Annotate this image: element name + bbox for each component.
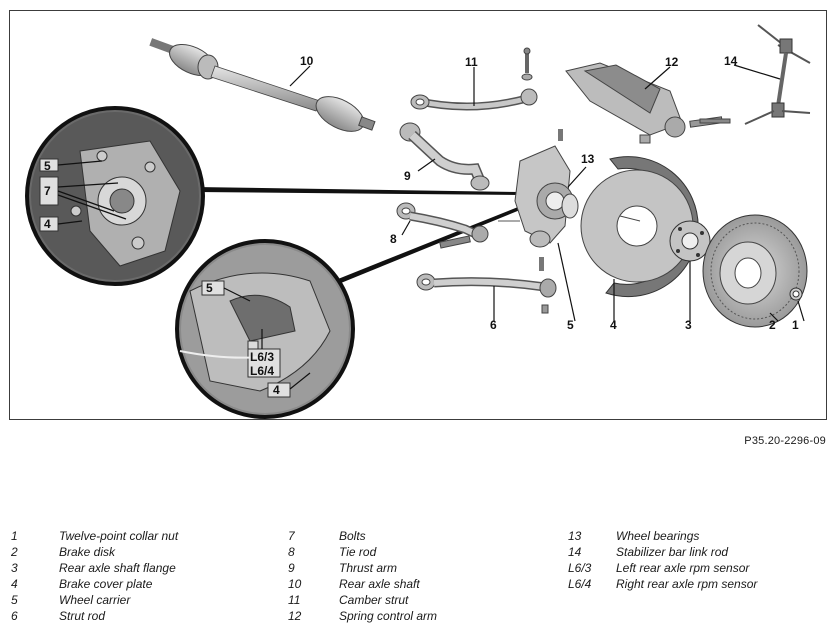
leader-lines [289,64,805,322]
callout: 5 [567,318,574,332]
legend-text: Tie rod [339,545,377,559]
legend-text: Bolts [339,529,366,543]
wheel-carrier [498,129,574,248]
callout: 3 [685,318,692,332]
legend-number: 10 [288,577,302,591]
legend-text: Right rear axle rpm sensor [616,577,758,591]
stabilizer-link-rod [744,24,811,125]
legend-text: Spring control arm [339,609,438,623]
legend-number: 11 [288,593,301,607]
callout: 5 [206,281,213,295]
callout: 8 [390,232,397,246]
rear-axle-shaft [149,38,376,132]
callout: 1 [792,318,799,332]
legend-text: Thrust arm [339,561,398,575]
camber-strut [410,47,538,111]
legend-text: Camber strut [339,593,409,607]
legend-text: Stabilizer bar link rod [616,545,729,559]
legend-text: Rear axle shaft [339,577,420,591]
tie-rod [396,202,489,249]
legend-number: 6 [11,609,18,623]
callout: 4 [610,318,617,332]
legend-number: L6/3 [568,561,592,575]
legend-text: Wheel bearings [616,529,700,543]
legend-number: 9 [288,561,295,575]
callout: 6 [490,318,497,332]
callout: L6/3 [250,350,274,364]
callout: 13 [581,152,595,166]
callout: 11 [465,55,478,69]
spring-control-arm [565,62,723,144]
detail-circle-sensor [175,239,355,419]
legend-number: 14 [568,545,582,559]
callout: 4 [273,383,280,397]
callout: 9 [404,169,411,183]
zoom-pointer-lower [333,207,520,285]
legend-number: 12 [288,609,302,623]
callout: 7 [44,184,51,198]
strut-rod [416,257,557,314]
detail-circle-carrier [25,106,205,286]
figure-code: P35.20-2296-09 [744,435,826,447]
legend-text: Brake cover plate [59,577,153,591]
thrust-arm [399,122,490,191]
legend-number: 5 [11,593,18,607]
callout-labels: 10 11 12 14 13 9 8 6 5 4 3 2 1 5 7 4 5 L… [44,54,799,397]
legend-text: Left rear axle rpm sensor [616,561,750,575]
legend-number: 1 [11,529,18,543]
legend-number: 8 [288,545,295,559]
legend-text: Twelve-point collar nut [59,529,179,543]
legend-text: Brake disk [59,545,116,559]
callout: 12 [665,55,679,69]
brake-cover-plate [580,156,699,298]
axle-shaft-flange [669,220,711,262]
legend-text: Strut rod [59,609,106,623]
legend: 1 Twelve-point collar nut 2 Brake disk 3… [11,528,827,628]
callout: 4 [44,217,51,231]
zoom-pointer-upper [195,187,520,195]
legend-number: 3 [11,561,18,575]
callout: 14 [724,54,738,68]
legend-number: 13 [568,529,582,543]
bolt [699,118,731,124]
callout: 5 [44,159,51,173]
legend-text: Rear axle shaft flange [59,561,176,575]
legend-number: 2 [11,545,18,559]
collar-nut [789,287,803,301]
legend-number: 7 [288,529,295,543]
exploded-diagram: 10 11 12 14 13 9 8 6 5 4 3 2 1 5 7 4 5 L… [9,10,827,420]
legend-number: L6/4 [568,577,592,591]
legend-number: 4 [11,577,18,591]
callout: 2 [769,318,776,332]
legend-text: Wheel carrier [59,593,131,607]
wheel-bearings [561,193,579,219]
callout: L6/4 [250,364,274,378]
brake-disk [702,214,808,328]
callout: 10 [300,54,314,68]
